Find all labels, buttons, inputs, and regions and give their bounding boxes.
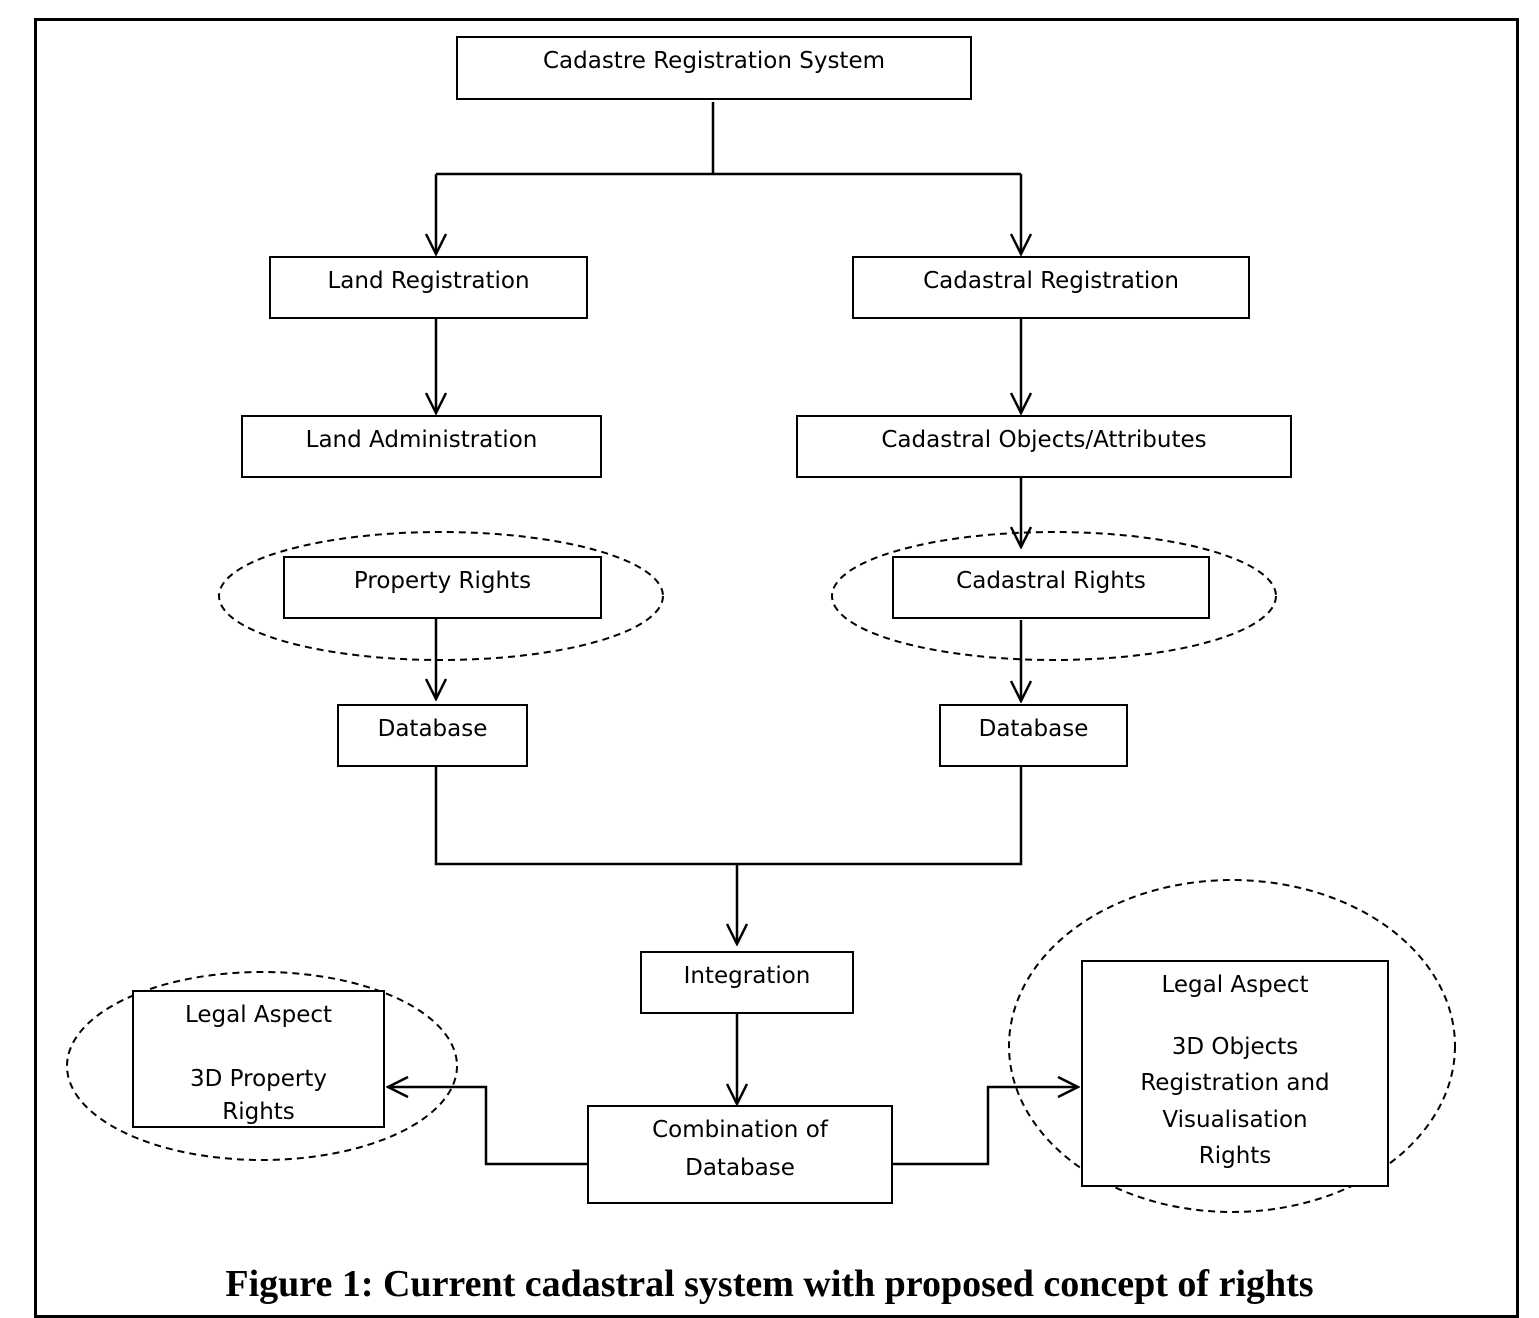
node-label: Land Registration xyxy=(327,268,530,294)
node-cadastre-registration-system: Cadastre Registration System xyxy=(456,36,972,100)
highlight-ellipse-cadastral-rights xyxy=(831,531,1277,661)
node-database-left: Database xyxy=(337,704,528,767)
node-combination-of-database: Combination of Database xyxy=(587,1105,893,1204)
node-land-administration: Land Administration xyxy=(241,415,602,478)
node-label: Cadastral Registration xyxy=(923,268,1179,294)
arrow-combination-to-legal-left xyxy=(388,1087,587,1166)
node-legal-aspect-left: Legal Aspect 3D Property Rights xyxy=(132,990,385,1128)
node-body-line1: 3D Objects xyxy=(1171,1033,1299,1060)
node-label: Integration xyxy=(683,963,811,989)
node-label-line1: Combination of xyxy=(652,1117,828,1143)
highlight-ellipse-legal-left xyxy=(66,971,458,1161)
highlight-ellipse-property-rights xyxy=(218,531,664,661)
figure-caption: Figure 1: Current cadastral system with … xyxy=(225,1263,1314,1305)
node-cadastral-rights: Cadastral Rights xyxy=(892,556,1210,619)
node-label-line2: Database xyxy=(685,1154,795,1181)
arrow-combination-to-legal-right xyxy=(893,1087,1078,1166)
node-label: Database xyxy=(377,716,488,742)
node-property-rights: Property Rights xyxy=(283,556,602,619)
node-body-line4: Rights xyxy=(1198,1143,1272,1170)
node-title: Legal Aspect xyxy=(184,1002,333,1028)
node-body-line2: Registration and xyxy=(1140,1070,1330,1097)
node-label: Database xyxy=(978,716,1089,742)
node-land-registration: Land Registration xyxy=(269,256,588,319)
node-legal-aspect-right: Legal Aspect 3D Objects Registration and… xyxy=(1081,960,1389,1187)
node-label: Land Administration xyxy=(305,427,538,453)
node-title: Legal Aspect xyxy=(1161,972,1309,998)
node-integration: Integration xyxy=(640,951,854,1014)
node-label: Property Rights xyxy=(353,568,532,594)
connector-databases-merge xyxy=(434,765,1023,866)
node-body-line1: 3D Property xyxy=(190,1065,327,1092)
node-label: Cadastre Registration System xyxy=(542,48,886,74)
node-cadastral-registration: Cadastral Registration xyxy=(852,256,1250,319)
node-label: Cadastral Objects/Attributes xyxy=(881,427,1207,453)
connector-root-trunk xyxy=(436,102,1021,176)
node-body-line3: Visualisation xyxy=(1162,1106,1308,1133)
highlight-ellipse-legal-right xyxy=(1008,879,1456,1213)
node-body-line2: Rights xyxy=(222,1099,295,1126)
node-cadastral-objects-attributes: Cadastral Objects/Attributes xyxy=(796,415,1292,478)
node-database-right: Database xyxy=(939,704,1128,767)
node-label: Cadastral Rights xyxy=(956,568,1146,594)
